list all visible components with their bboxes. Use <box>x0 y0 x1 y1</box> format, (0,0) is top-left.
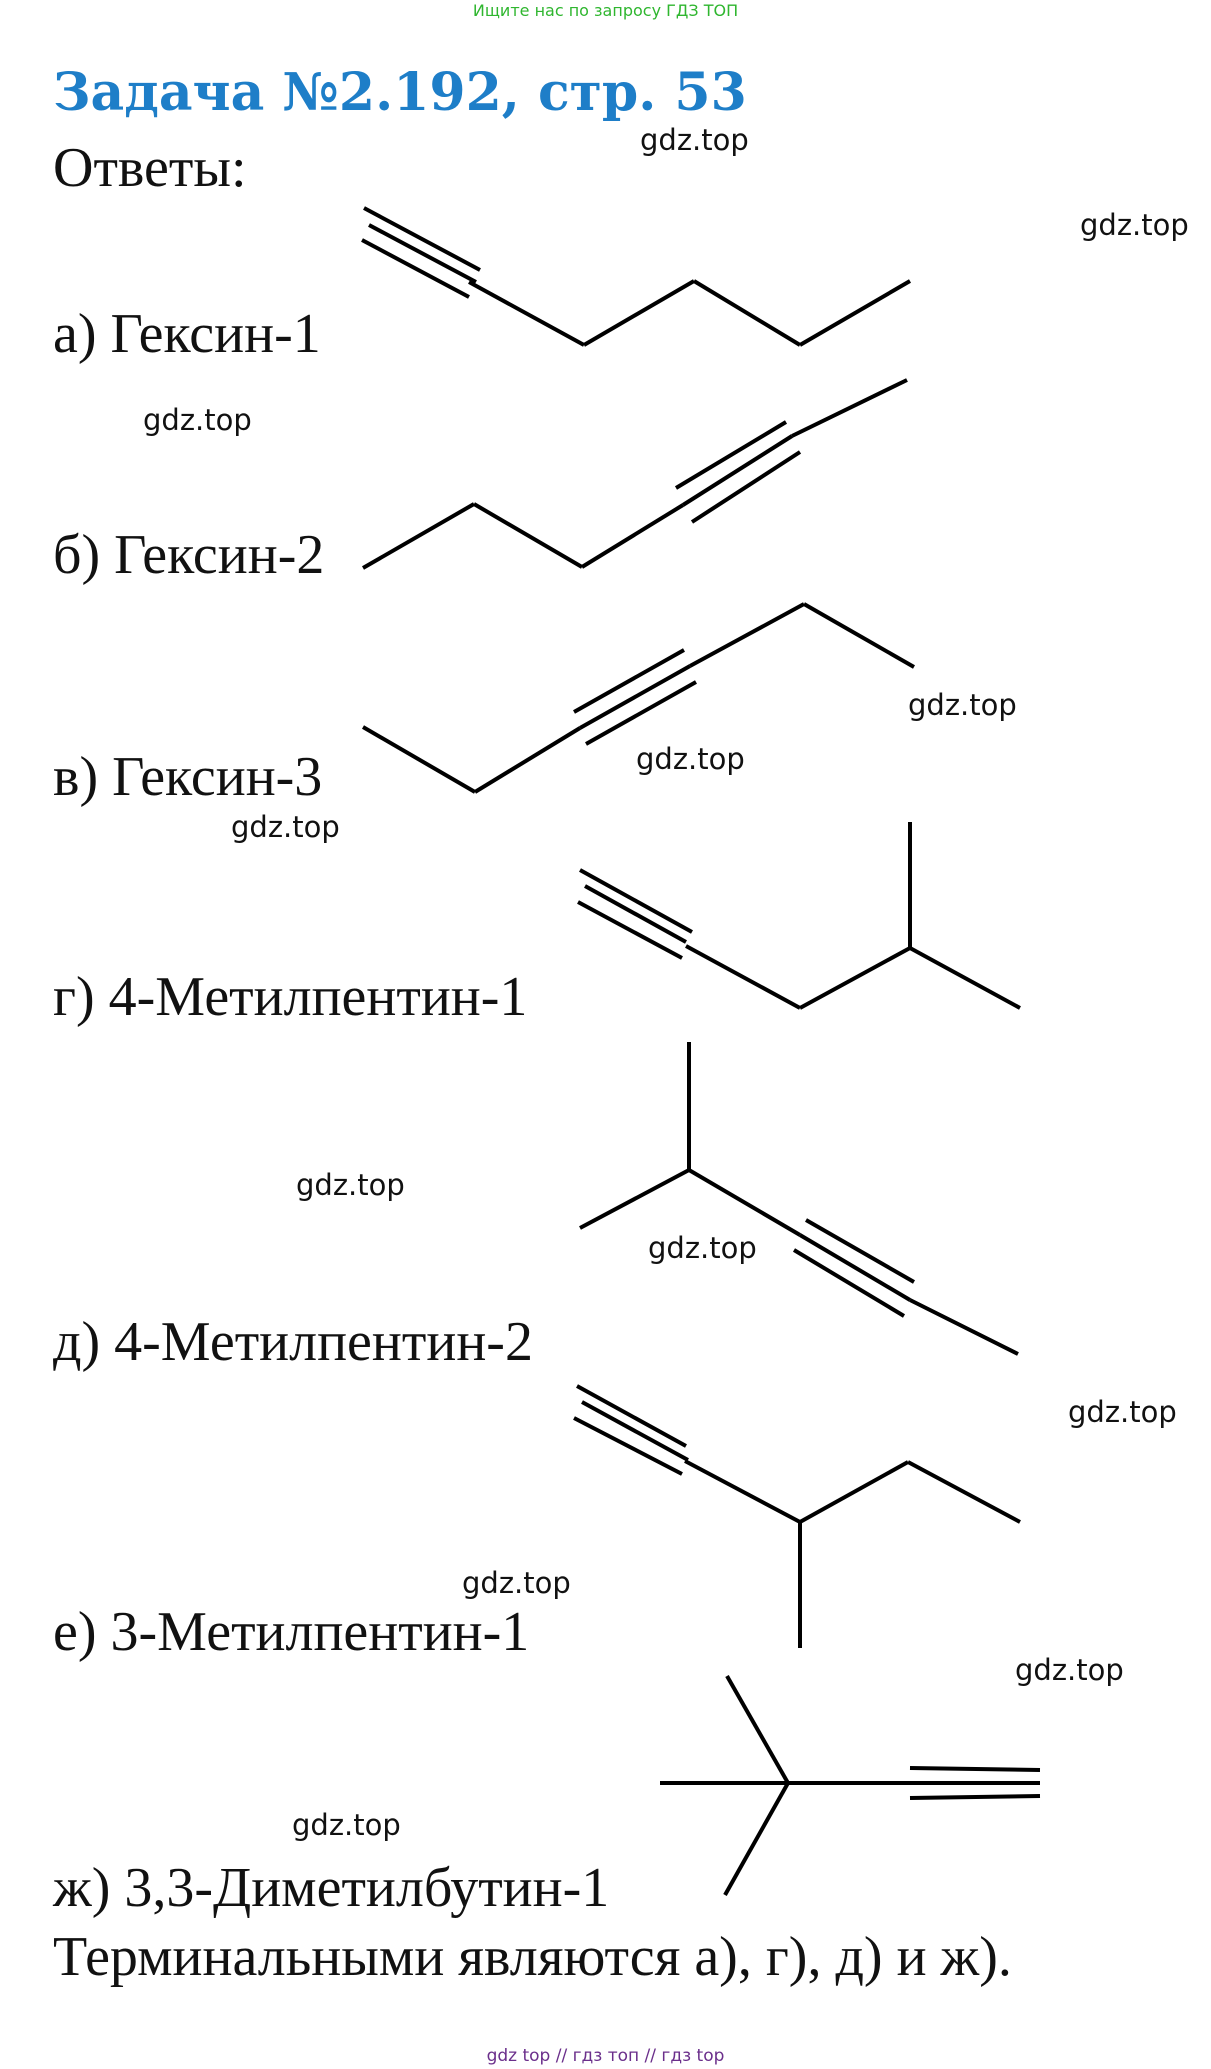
answers-heading: Ответы: <box>53 137 247 199</box>
answer-zh-label: ж) 3,3-Диметилбутин-1 <box>53 1857 610 1919</box>
answer-e-label: е) 3-Метилпентин-1 <box>53 1601 530 1663</box>
watermark: gdz.top <box>648 1231 757 1265</box>
watermark: gdz.top <box>908 688 1017 722</box>
watermark: gdz.top <box>636 742 745 776</box>
watermark: gdz.top <box>1015 1653 1124 1687</box>
conclusion-text: Терминальными являются а), г), д) и ж). <box>53 1926 1012 1988</box>
formula-3-methylpentyne-1 <box>573 1384 1021 1648</box>
watermark: gdz.top <box>462 1566 571 1600</box>
watermark: gdz.top <box>1068 1395 1177 1429</box>
watermark: gdz.top <box>292 1808 401 1842</box>
watermark: gdz.top <box>1080 208 1189 242</box>
answer-b-label: б) Гексин-2 <box>53 524 325 586</box>
formula-4-methylpentyne-1 <box>577 822 1021 1010</box>
answer-v-label: в) Гексин-3 <box>53 746 323 808</box>
top-note[interactable]: Ищите нас по запросу ГДЗ ТОП <box>472 1 739 20</box>
formula-33-dimethylbutyne-1 <box>660 1675 1041 1896</box>
footer-links[interactable]: gdz top // гдз топ // гдз top <box>486 2046 725 2066</box>
watermark: gdz.top <box>231 810 340 844</box>
formula-hexyne-3 <box>361 602 915 794</box>
formula-4-methylpentyne-2 <box>579 1042 1019 1356</box>
watermark: gdz.top <box>296 1168 405 1202</box>
page-title: Задача №2.192, стр. 53 <box>53 62 747 123</box>
answer-a-label: а) Гексин-1 <box>53 303 321 365</box>
formula-hexyne-2 <box>362 378 908 570</box>
answer-g-label: г) 4-Метилпентин-1 <box>53 966 528 1028</box>
answer-d-label: д) 4-Метилпентин-2 <box>53 1311 533 1373</box>
watermark: gdz.top <box>640 123 749 157</box>
formula-hexyne-1 <box>361 206 912 347</box>
watermark: gdz.top <box>143 403 252 437</box>
